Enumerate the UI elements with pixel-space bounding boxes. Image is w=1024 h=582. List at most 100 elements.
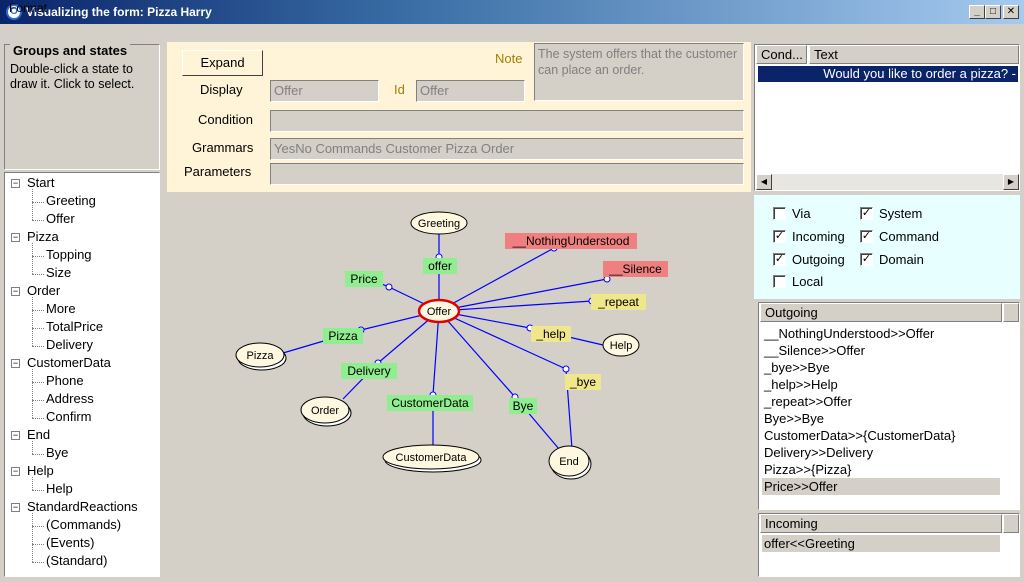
- state-node[interactable]: [602, 333, 640, 357]
- edge-label-box[interactable]: [603, 261, 668, 277]
- close-button[interactable]: ✕: [1003, 5, 1019, 19]
- filter-checkbox-outgoing[interactable]: ✓Outgoing: [773, 252, 845, 267]
- outgoing-header[interactable]: Outgoing: [760, 303, 1002, 322]
- state-node[interactable]: [235, 342, 285, 368]
- display-field[interactable]: Offer: [270, 80, 379, 102]
- edge-label-box[interactable]: [345, 271, 383, 287]
- grammars-field[interactable]: YesNo Commands Customer Pizza Order: [270, 138, 744, 160]
- outgoing-list[interactable]: [758, 302, 1020, 510]
- tree-state[interactable]: Offer: [46, 211, 75, 226]
- note-field[interactable]: The system offers that the customer can …: [534, 43, 744, 101]
- edge-label-box[interactable]: [509, 398, 537, 414]
- edge-label[interactable]: Pizza: [328, 329, 358, 343]
- tree-state[interactable]: Address: [46, 391, 94, 406]
- collapse-toggle-icon[interactable]: −: [11, 466, 20, 476]
- collapse-toggle-icon[interactable]: −: [11, 358, 20, 368]
- check-icon[interactable]: ✓: [773, 253, 786, 266]
- edge-label-box[interactable]: [387, 395, 473, 411]
- filter-checkbox-via[interactable]: Via: [773, 206, 811, 221]
- tree-group[interactable]: Start: [27, 175, 55, 190]
- outgoing-row[interactable]: __NothingUnderstood>>Offer: [764, 326, 935, 341]
- condition-row[interactable]: Would you like to order a pizza? -: [758, 66, 1018, 82]
- filter-checkbox-domain[interactable]: ✓Domain: [860, 252, 924, 267]
- tree-state[interactable]: TotalPrice: [46, 319, 104, 334]
- menu-format[interactable]: Format: [9, 1, 48, 15]
- edge-label[interactable]: __NothingUnderstood: [512, 234, 630, 248]
- edge-label-box[interactable]: [531, 326, 571, 342]
- check-icon[interactable]: ✓: [860, 253, 873, 266]
- state-node[interactable]: [300, 396, 350, 424]
- outgoing-row[interactable]: __Silence>>Offer: [764, 343, 865, 358]
- tree-state[interactable]: Confirm: [46, 409, 92, 424]
- id-field[interactable]: Offer: [416, 80, 525, 102]
- checkbox-box[interactable]: [773, 207, 786, 220]
- incoming-row[interactable]: offer<<Greeting: [762, 535, 1000, 552]
- filter-checkbox-command[interactable]: ✓Command: [860, 229, 939, 244]
- collapse-toggle-icon[interactable]: −: [11, 178, 20, 188]
- tree-state[interactable]: Bye: [46, 445, 69, 460]
- edge-label[interactable]: Delivery: [347, 364, 390, 378]
- edge-label[interactable]: Bye: [513, 399, 534, 413]
- scroll-right-icon[interactable]: ▶: [1003, 174, 1019, 190]
- outgoing-row[interactable]: _bye>>Bye: [764, 360, 830, 375]
- column-cond[interactable]: Cond...: [756, 45, 807, 64]
- edge-label[interactable]: offer: [428, 259, 452, 273]
- center-state-node[interactable]: [417, 298, 461, 324]
- outgoing-row[interactable]: Price>>Offer: [762, 478, 1000, 495]
- edge-label[interactable]: Price: [350, 272, 378, 286]
- outgoing-row[interactable]: _repeat>>Offer: [764, 394, 852, 409]
- tree-state[interactable]: (Standard): [46, 553, 108, 568]
- maximize-button[interactable]: □: [985, 5, 1001, 19]
- tree-group[interactable]: StandardReactions: [27, 499, 138, 514]
- tree-state[interactable]: Size: [46, 265, 72, 280]
- tree-group[interactable]: Pizza: [27, 229, 59, 244]
- tree-group[interactable]: Order: [27, 283, 61, 298]
- edge-label[interactable]: _help: [535, 327, 566, 341]
- condition-field[interactable]: [270, 110, 744, 132]
- horizontal-scrollbar[interactable]: [756, 174, 1019, 190]
- parameters-field[interactable]: [270, 163, 744, 185]
- edge-label[interactable]: __Silence: [608, 262, 662, 276]
- outgoing-row[interactable]: Delivery>>Delivery: [764, 445, 874, 460]
- state-node[interactable]: [382, 444, 480, 470]
- tree-state[interactable]: Help: [46, 481, 73, 496]
- state-node[interactable]: [548, 445, 590, 477]
- check-icon[interactable]: ✓: [860, 207, 873, 220]
- tree-state[interactable]: More: [46, 301, 76, 316]
- collapse-toggle-icon[interactable]: −: [11, 430, 20, 440]
- column-text[interactable]: Text: [809, 45, 1019, 64]
- edge-label[interactable]: _repeat: [597, 295, 639, 309]
- edge-label[interactable]: _bye: [569, 375, 596, 389]
- checkbox-box[interactable]: [773, 275, 786, 288]
- edge-label-box[interactable]: [565, 374, 601, 390]
- edge-label-box[interactable]: [341, 363, 397, 379]
- tree-state[interactable]: (Commands): [46, 517, 122, 532]
- edge-label-box[interactable]: [591, 294, 646, 310]
- expand-button[interactable]: Expand: [182, 50, 263, 76]
- collapse-toggle-icon[interactable]: −: [11, 232, 20, 242]
- tree-state[interactable]: Delivery: [46, 337, 93, 352]
- edge-label-box[interactable]: [423, 258, 457, 274]
- state-node[interactable]: [410, 211, 468, 235]
- tree-state[interactable]: Topping: [46, 247, 92, 262]
- tree-state[interactable]: Greeting: [46, 193, 96, 208]
- outgoing-row[interactable]: Pizza>>{Pizza}: [764, 462, 852, 477]
- collapse-toggle-icon[interactable]: −: [11, 502, 20, 512]
- outgoing-row[interactable]: CustomerData>>{CustomerData}: [764, 428, 956, 443]
- tree-group[interactable]: End: [27, 427, 51, 442]
- scroll-left-icon[interactable]: ◀: [756, 174, 772, 190]
- check-icon[interactable]: ✓: [773, 230, 786, 243]
- tree-group[interactable]: Help: [27, 463, 54, 478]
- edge-label-box[interactable]: [505, 233, 637, 249]
- outgoing-row[interactable]: _help>>Help: [764, 377, 838, 392]
- collapse-toggle-icon[interactable]: −: [11, 286, 20, 296]
- filter-checkbox-incoming[interactable]: ✓Incoming: [773, 229, 845, 244]
- check-icon[interactable]: ✓: [860, 230, 873, 243]
- incoming-header[interactable]: Incoming: [760, 514, 1002, 533]
- tree-state[interactable]: (Events): [46, 535, 95, 550]
- tree-group[interactable]: CustomerData: [27, 355, 111, 370]
- minimize-button[interactable]: _: [969, 5, 985, 19]
